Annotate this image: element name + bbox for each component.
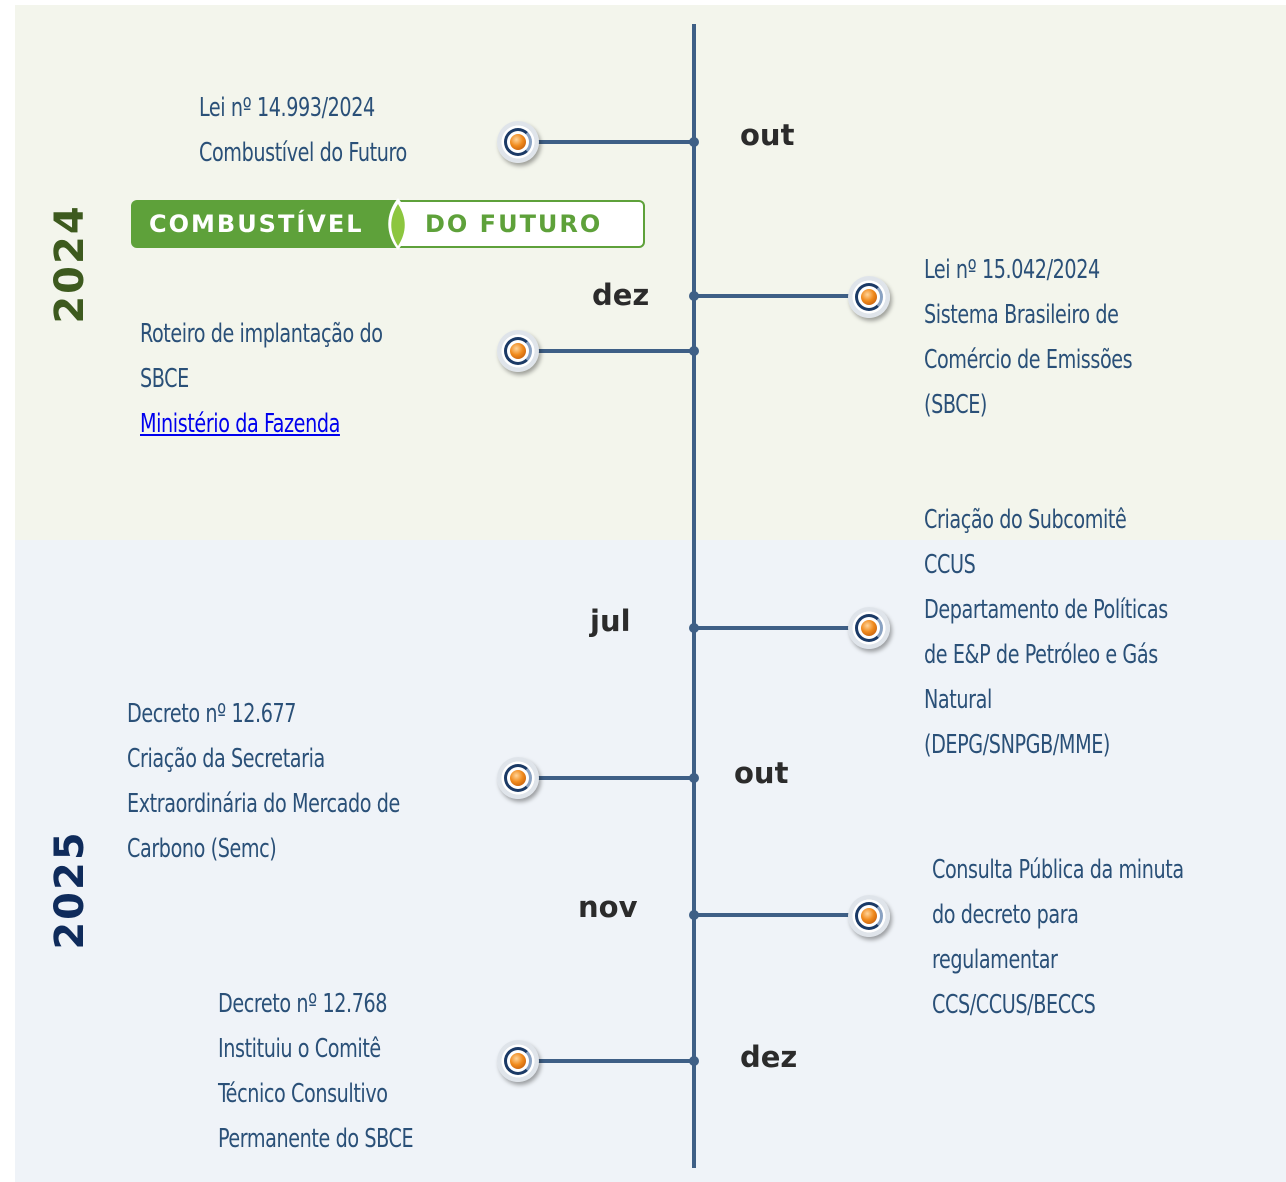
year-2025-band bbox=[15, 540, 1286, 1182]
timeline-dot bbox=[689, 773, 699, 783]
combustivel-do-futuro-logo: COMBUSTÍVEL DO FUTURO bbox=[131, 198, 645, 250]
ministerio-da-fazenda-link[interactable]: Ministério da Fazenda bbox=[140, 409, 340, 439]
month-label: nov bbox=[578, 890, 638, 924]
event-marker-icon bbox=[497, 757, 539, 799]
event-marker-icon bbox=[497, 121, 539, 163]
timeline-axis bbox=[692, 24, 696, 1168]
month-label: out bbox=[734, 756, 789, 790]
connector-line bbox=[692, 294, 866, 298]
timeline-dot bbox=[689, 137, 699, 147]
connector-line bbox=[692, 626, 866, 630]
year-2025-label: 2025 bbox=[47, 830, 93, 950]
event-marker-icon bbox=[497, 330, 539, 372]
year-2024-band bbox=[15, 5, 1286, 540]
timeline-dot bbox=[689, 910, 699, 920]
leaf-icon bbox=[388, 198, 408, 250]
connector-line bbox=[520, 349, 694, 353]
timeline-dot bbox=[689, 623, 699, 633]
month-label: jul bbox=[590, 604, 631, 638]
event-marker-icon bbox=[848, 895, 890, 937]
connector-line bbox=[520, 1059, 694, 1063]
connector-line bbox=[520, 140, 694, 144]
connector-line bbox=[520, 776, 694, 780]
event-marker-icon bbox=[848, 276, 890, 318]
connector-line bbox=[692, 913, 866, 917]
year-2024-label: 2024 bbox=[47, 204, 93, 324]
timeline-dot bbox=[689, 291, 699, 301]
month-label: dez bbox=[740, 1040, 798, 1074]
month-label: out bbox=[740, 118, 795, 152]
timeline-dot bbox=[689, 346, 699, 356]
event-marker-icon bbox=[848, 607, 890, 649]
month-label: dez bbox=[592, 278, 650, 312]
event-marker-icon bbox=[497, 1040, 539, 1082]
timeline-dot bbox=[689, 1056, 699, 1066]
